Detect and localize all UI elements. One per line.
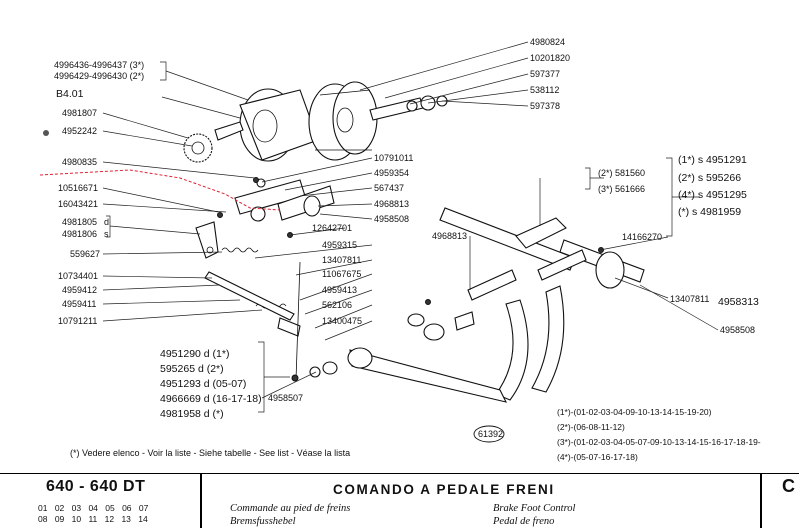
variant-label: (1*) s 4951291 [678, 154, 747, 166]
variant-label: (2*) s 595266 [678, 172, 741, 184]
bottom-left-labels: 4951290 d (1*) 595265 d (2*) 4951293 d (… [70, 348, 505, 458]
part-label: 4996436-4996437 (3*) [54, 60, 144, 70]
part-label: 538112 [530, 85, 559, 95]
part-label: 4958508 [374, 214, 409, 224]
part-label: 4981805 [62, 217, 97, 227]
part-label: 13407811 [670, 294, 709, 304]
part-label: 567437 [374, 183, 404, 193]
part-label: 4981806 [62, 229, 97, 239]
part-label: 4980835 [62, 157, 97, 167]
version-codes-row2: 08 09 10 11 12 13 14 [38, 514, 148, 524]
part-label: 559627 [70, 249, 100, 259]
part-label: 4981807 [62, 108, 97, 118]
title-french: Commande au pied de freins [230, 503, 351, 514]
part-label: 595265 d (2*) [160, 363, 224, 375]
part-label: 4996429-4996430 (2*) [54, 71, 144, 81]
part-label: 10791011 [374, 153, 413, 163]
part-label: 10516671 [58, 183, 98, 193]
part-label: 4959412 [62, 285, 97, 295]
brake-drum-right-part [308, 81, 378, 161]
part-label: 4980824 [530, 37, 565, 47]
axle-shaft-part [214, 95, 448, 141]
part-label: 10734401 [58, 271, 98, 281]
see-list-note: (*) Vedere elenco - Voir la liste - Sieh… [70, 448, 350, 458]
section-letter: C [782, 476, 795, 496]
part-label: 10201820 [530, 53, 570, 63]
part-label: 14166270 [622, 232, 662, 242]
lever-shaft-part [195, 178, 335, 259]
figure-number-badge: 61392 [473, 425, 505, 443]
title-block: 640 - 640 DT 01 02 03 04 05 06 07 08 09 … [0, 473, 799, 528]
part-label: 4959413 [322, 285, 357, 295]
variant-label: (2*) 581560 [598, 168, 645, 178]
top-right-labels: 4980824 10201820 597377 538112 597378 10… [312, 37, 570, 326]
title-spanish: Pedal de freno [493, 516, 555, 527]
model-number: 640 - 640 DT [46, 478, 146, 495]
part-label: 597378 [530, 101, 560, 111]
variant-note: (1*)-(01-02-03-04-09-10-13-14-15-19-20) [557, 407, 712, 417]
part-label: 4966669 d (16-17-18) [160, 393, 262, 405]
page-title: COMANDO A PEDALE FRENI [333, 482, 555, 497]
part-label: 4959411 [62, 299, 96, 309]
part-label: 4951293 d (05-07) [160, 378, 246, 390]
variant-note: (2*)-(06-08-11-12) [557, 422, 625, 432]
part-label: 4952242 [62, 126, 97, 136]
title-german: Bremsfusshebel [230, 516, 296, 527]
part-label: 4981958 d (*) [160, 408, 224, 420]
part-label: 4958313 [718, 296, 759, 308]
part-label: 4958507 [268, 393, 303, 403]
side-d-label: d [104, 217, 109, 227]
exploded-parts-drawing: 4996436-4996437 (3*) 4996429-4996430 (2*… [39, 37, 759, 458]
part-label: 11067675 [322, 269, 361, 279]
leader-lines [102, 41, 719, 413]
figure-number: 61392 [478, 429, 503, 439]
part-label: 4968813 [432, 231, 467, 241]
control-rod-part [204, 261, 301, 381]
section-ref-label: B4.01 [56, 88, 84, 100]
part-label: 562106 [322, 300, 352, 310]
title-english: Brake Foot Control [493, 503, 576, 514]
part-label: 13400475 [322, 316, 362, 326]
variant-label: (*) s 4981959 [678, 206, 741, 218]
gear-part [183, 133, 213, 163]
red-dashed-line [39, 169, 281, 211]
variant-label: (4*) s 4951295 [678, 189, 747, 201]
bolt-part [425, 299, 431, 305]
variant-note: (4*)-(05-07-16-17-18) [557, 452, 638, 462]
pedal-shaft-part [439, 207, 645, 401]
stamp-mark-icon [43, 130, 49, 136]
part-label: 13407811 [322, 255, 361, 265]
part-label: 4958508 [720, 325, 755, 335]
top-left-labels: 4996436-4996437 (3*) 4996429-4996430 (2*… [54, 60, 144, 326]
version-codes-row1: 01 02 03 04 05 06 07 [38, 503, 149, 513]
part-label: 597377 [530, 69, 560, 79]
part-label: 4959354 [374, 168, 409, 178]
part-label: 4968813 [374, 199, 409, 209]
part-label: 4959315 [322, 240, 357, 250]
side-s-label: s [104, 229, 109, 239]
part-label: 10791211 [58, 316, 97, 326]
variant-label: (3*) 561666 [598, 184, 645, 194]
part-label: 16043421 [58, 199, 98, 209]
variant-labels: (2*) 581560 (3*) 561666 (1*) s 4951291 (… [598, 154, 759, 335]
part-label: 12642701 [312, 223, 352, 233]
lower-lever-part [291, 311, 508, 403]
variant-note: (3*)-(01-02-03-04-05-07-09-10-13-14-15-1… [557, 437, 761, 447]
nut-part [253, 177, 259, 183]
brake-drum-part [239, 88, 319, 162]
part-label: 4951290 d (1*) [160, 348, 229, 360]
